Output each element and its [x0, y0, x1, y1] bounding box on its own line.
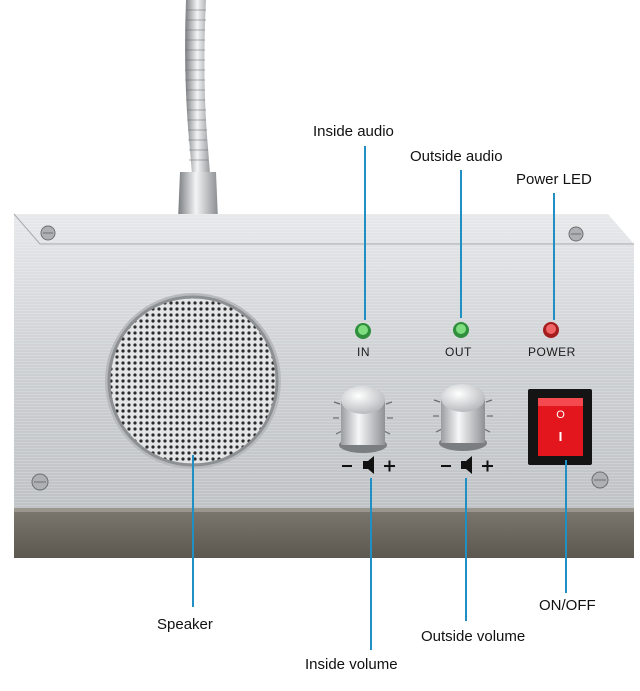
- volume-plus-icon: [482, 460, 493, 472]
- callout-inside-audio: Inside audio: [313, 123, 394, 140]
- panel-label-in: IN: [357, 345, 370, 359]
- panel-label-out: OUT: [445, 345, 472, 359]
- led-in: [355, 323, 371, 339]
- callout-inside-volume: Inside volume: [305, 656, 398, 673]
- gooseneck-microphone: [166, 0, 230, 248]
- speaker-volume-icon: [461, 456, 472, 474]
- panel-label-power: POWER: [528, 345, 576, 359]
- volume-minus-icon: [342, 465, 352, 467]
- callout-lines: [192, 146, 567, 650]
- speaker-volume-icon: [363, 456, 374, 474]
- power-rocker-switch[interactable]: O: [528, 389, 592, 465]
- volume-plus-icon: [384, 460, 395, 472]
- led-out: [453, 322, 469, 338]
- callout-outside-audio: Outside audio: [410, 148, 503, 165]
- callout-outside-volume: Outside volume: [421, 628, 526, 645]
- callout-on-off: ON/OFF: [539, 597, 596, 614]
- screw-icon: [31, 225, 609, 491]
- inside-volume-knob[interactable]: [333, 386, 393, 453]
- outside-volume-knob[interactable]: [433, 384, 493, 451]
- svg-text:O: O: [556, 409, 565, 421]
- led-power: [543, 322, 559, 338]
- callout-speaker: Speaker: [157, 616, 213, 633]
- outside-volume-symbols: [441, 456, 493, 474]
- speaker-grille: [105, 293, 281, 469]
- callout-power-led: Power LED: [516, 171, 592, 188]
- inside-volume-symbols: [342, 456, 395, 474]
- volume-minus-icon: [441, 465, 451, 467]
